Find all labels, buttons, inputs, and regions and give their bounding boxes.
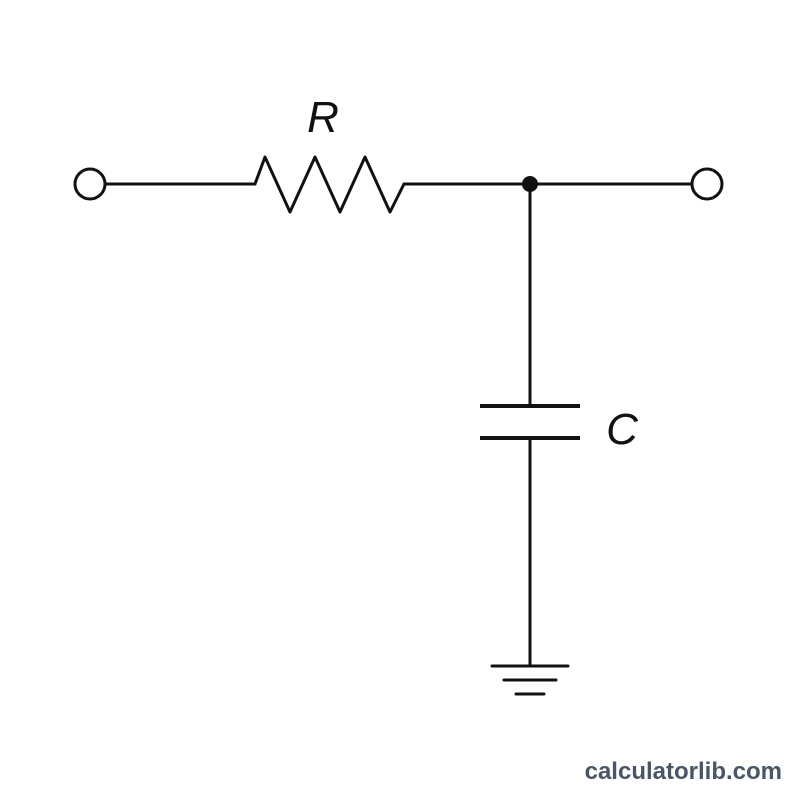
ground-symbol: [490, 664, 570, 696]
output-terminal: [690, 167, 724, 201]
input-terminal: [73, 167, 107, 201]
resistor-label: R: [307, 93, 339, 142]
capacitor-label: C: [606, 405, 639, 454]
watermark-text: calculatorlib.com: [584, 758, 782, 785]
resistor-symbol: [253, 155, 406, 214]
junction-node: [522, 176, 538, 192]
